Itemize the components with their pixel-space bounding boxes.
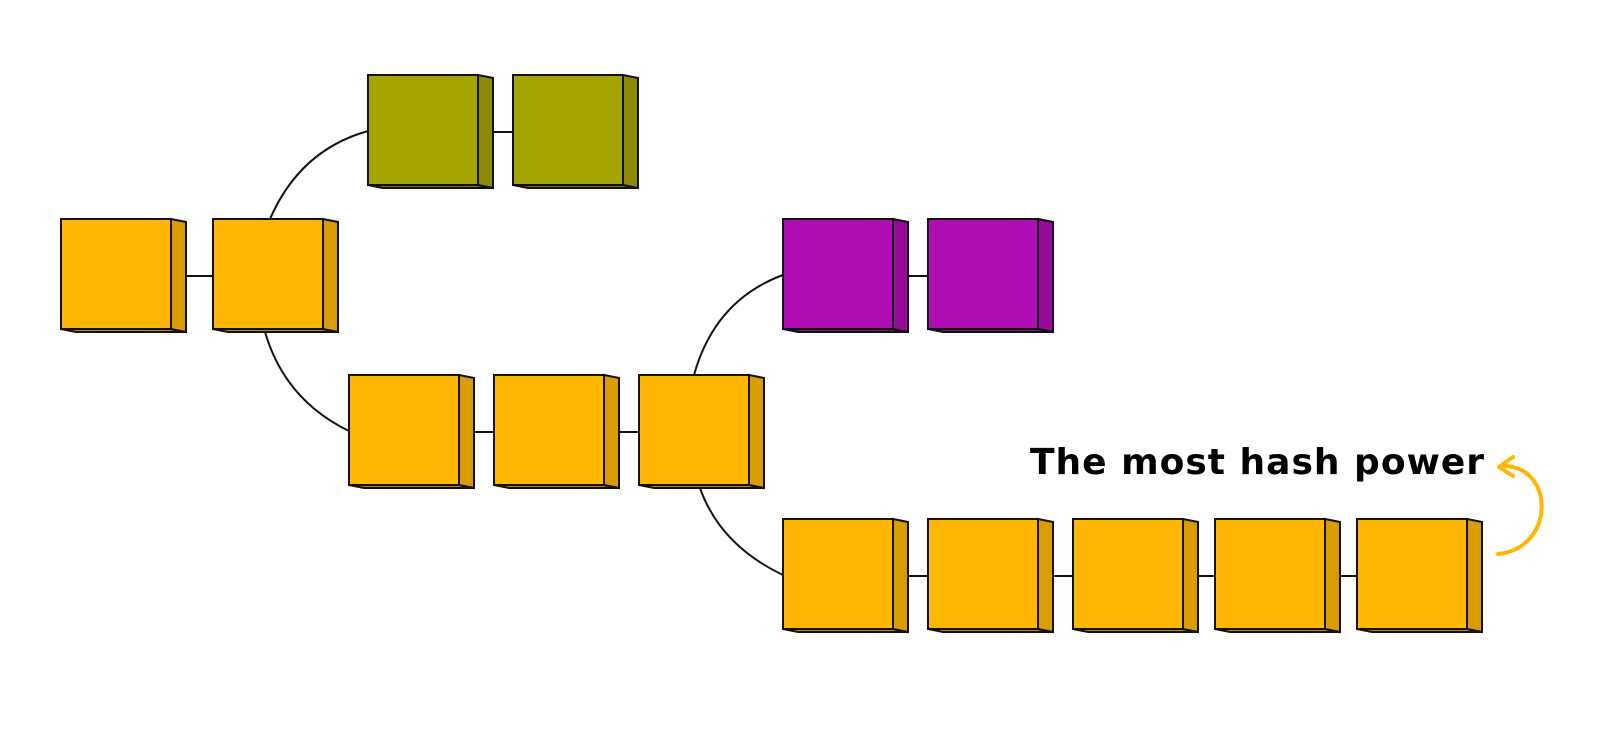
block: [782, 517, 909, 634]
fork-link: [693, 274, 784, 376]
block: [493, 373, 620, 490]
chain-connectors: [186, 130, 1357, 577]
block: [638, 373, 765, 490]
block: [60, 217, 187, 334]
block: [927, 217, 1054, 334]
block: [512, 73, 639, 190]
fork-link: [264, 331, 350, 432]
block: [367, 73, 494, 190]
block: [1072, 517, 1199, 634]
curved-arrow-icon: [1496, 464, 1544, 556]
fork-link: [269, 130, 369, 220]
block: [927, 517, 1054, 634]
block: [348, 373, 475, 490]
most-hash-power-label: The most hash power: [1030, 442, 1485, 483]
arrowhead-icon: [1497, 455, 1515, 478]
chain-blocks: [60, 73, 1483, 634]
block: [212, 217, 339, 334]
block: [1214, 517, 1341, 634]
block: [1356, 517, 1483, 634]
fork-link: [699, 487, 784, 576]
block: [782, 217, 909, 334]
